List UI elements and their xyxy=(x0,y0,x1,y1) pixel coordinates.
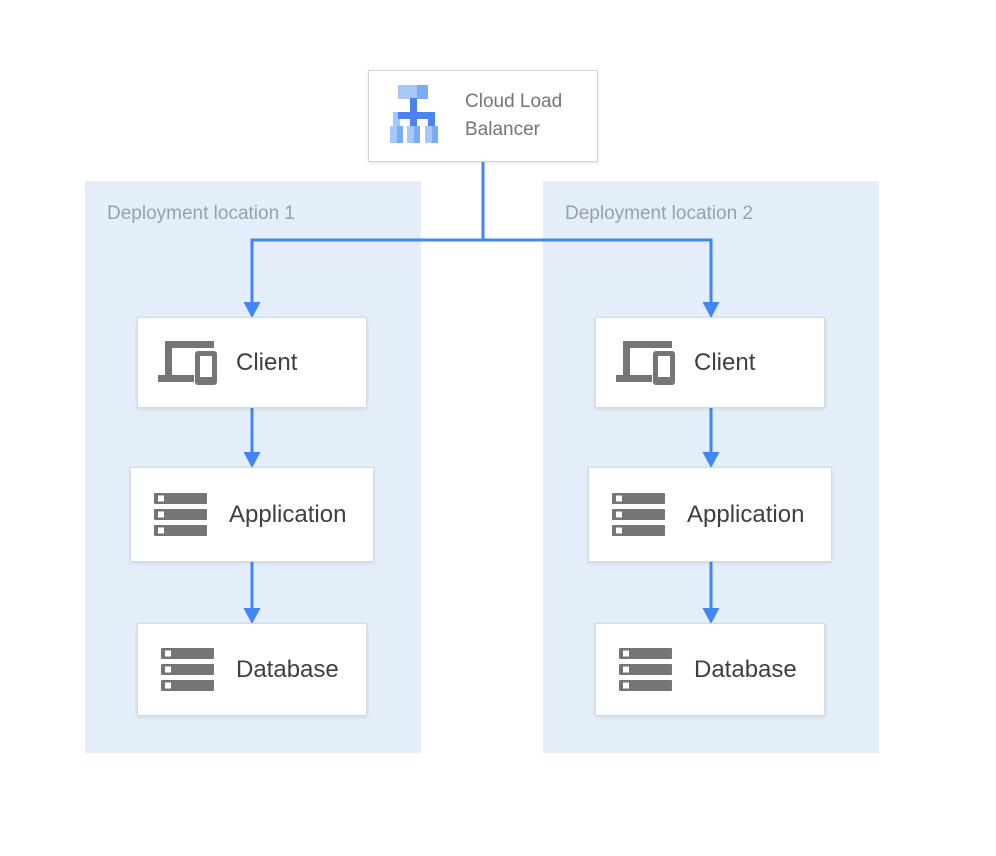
devices-icon xyxy=(614,340,676,385)
cloud-load-balancer-label: Cloud Load Balancer xyxy=(465,91,563,140)
arrowhead xyxy=(243,608,261,624)
arrowhead xyxy=(243,302,261,318)
arrowhead xyxy=(243,452,261,468)
server-stack-icon xyxy=(614,648,676,691)
database-node-label: Database xyxy=(694,655,797,683)
deployment-location-2-panel: Deployment location 2 Client xyxy=(543,181,879,753)
lb-split-line xyxy=(250,160,713,305)
devices-icon xyxy=(156,340,218,385)
cloud-load-balancer-node: Cloud Load Balancer xyxy=(368,70,598,162)
application-node-label: Application xyxy=(687,500,805,528)
application-node-location-1: Application xyxy=(130,467,374,562)
deployment-location-2-label: Deployment location 2 xyxy=(565,203,753,224)
server-stack-icon xyxy=(607,493,669,536)
server-stack-icon xyxy=(156,648,218,691)
arrowhead xyxy=(702,608,720,624)
deployment-location-1-label: Deployment location 1 xyxy=(107,203,295,224)
client-node-label: Client xyxy=(694,348,756,376)
client-node-label: Client xyxy=(236,348,298,376)
deployment-location-1-panel: Deployment location 1 Client xyxy=(85,181,421,753)
server-stack-icon xyxy=(149,493,211,536)
arrowhead xyxy=(702,302,720,318)
client-node-location-1: Client xyxy=(137,317,367,408)
application-node-label: Application xyxy=(229,500,347,528)
client-node-location-2: Client xyxy=(595,317,825,408)
database-node-label: Database xyxy=(236,655,339,683)
database-node-location-2: Database xyxy=(595,623,825,716)
arrowhead xyxy=(702,452,720,468)
load-balancer-icon xyxy=(390,84,438,148)
database-node-location-1: Database xyxy=(137,623,367,716)
application-node-location-2: Application xyxy=(588,467,832,562)
